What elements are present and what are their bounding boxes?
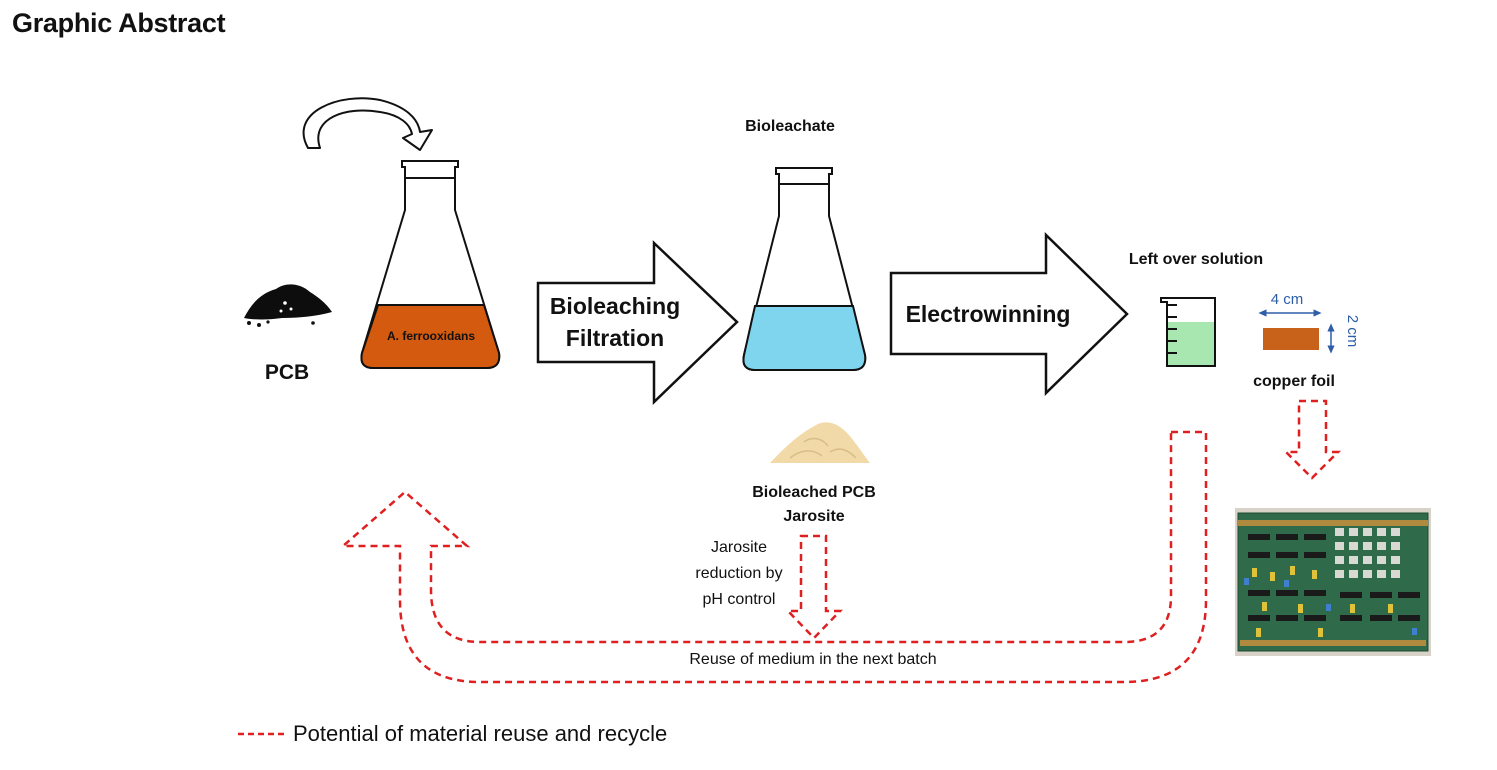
- medium-reuse-recycle-arrow: [339, 430, 1208, 684]
- leftover-label: Left over solution: [1129, 251, 1263, 268]
- reuse-label: Reuse of medium in the next batch: [689, 651, 936, 668]
- leftover-beaker-icon: [1160, 297, 1216, 367]
- jarosite-powder-icon: [770, 422, 870, 463]
- transfer-curved-arrow: [302, 97, 433, 151]
- culture-flask-icon: [360, 160, 501, 369]
- foil-to-board-recycle-arrow: [1282, 399, 1342, 480]
- pcb-powder-icon: [244, 284, 332, 327]
- bioleachate-label: Bioleachate: [745, 118, 835, 135]
- copper-foil-icon: [1263, 328, 1319, 350]
- culture-label: A. ferrooxidans: [387, 329, 475, 343]
- height-dimension-label: 2 cm: [1344, 315, 1361, 348]
- jarosite-note-3: pH control: [703, 591, 776, 608]
- bioleaching-label: Bioleaching: [550, 293, 680, 319]
- jarosite-reduction-arrow: [785, 534, 843, 640]
- filtration-label: Filtration: [566, 325, 664, 351]
- bioleaching-arrow: [536, 240, 739, 405]
- copper-foil-label: copper foil: [1253, 373, 1335, 390]
- circuit-board-image: [1235, 508, 1431, 656]
- legend-label: Potential of material reuse and recycle: [293, 721, 667, 746]
- electrowinning-label: Electrowinning: [906, 301, 1071, 327]
- jarosite-note-1: Jarosite: [711, 539, 767, 556]
- jarosite-note-2: reduction by: [695, 565, 782, 582]
- legend: Potential of material reuse and recycle: [238, 721, 667, 746]
- residue-label-1: Bioleached PCB: [752, 484, 876, 501]
- page-title: Graphic Abstract: [12, 8, 226, 38]
- residue-label-2: Jarosite: [783, 508, 844, 525]
- electrowinning-arrow: [889, 232, 1129, 396]
- pcb-label: PCB: [265, 361, 309, 384]
- bioleachate-flask-icon: [742, 167, 867, 371]
- width-dimension-label: 4 cm: [1271, 291, 1304, 308]
